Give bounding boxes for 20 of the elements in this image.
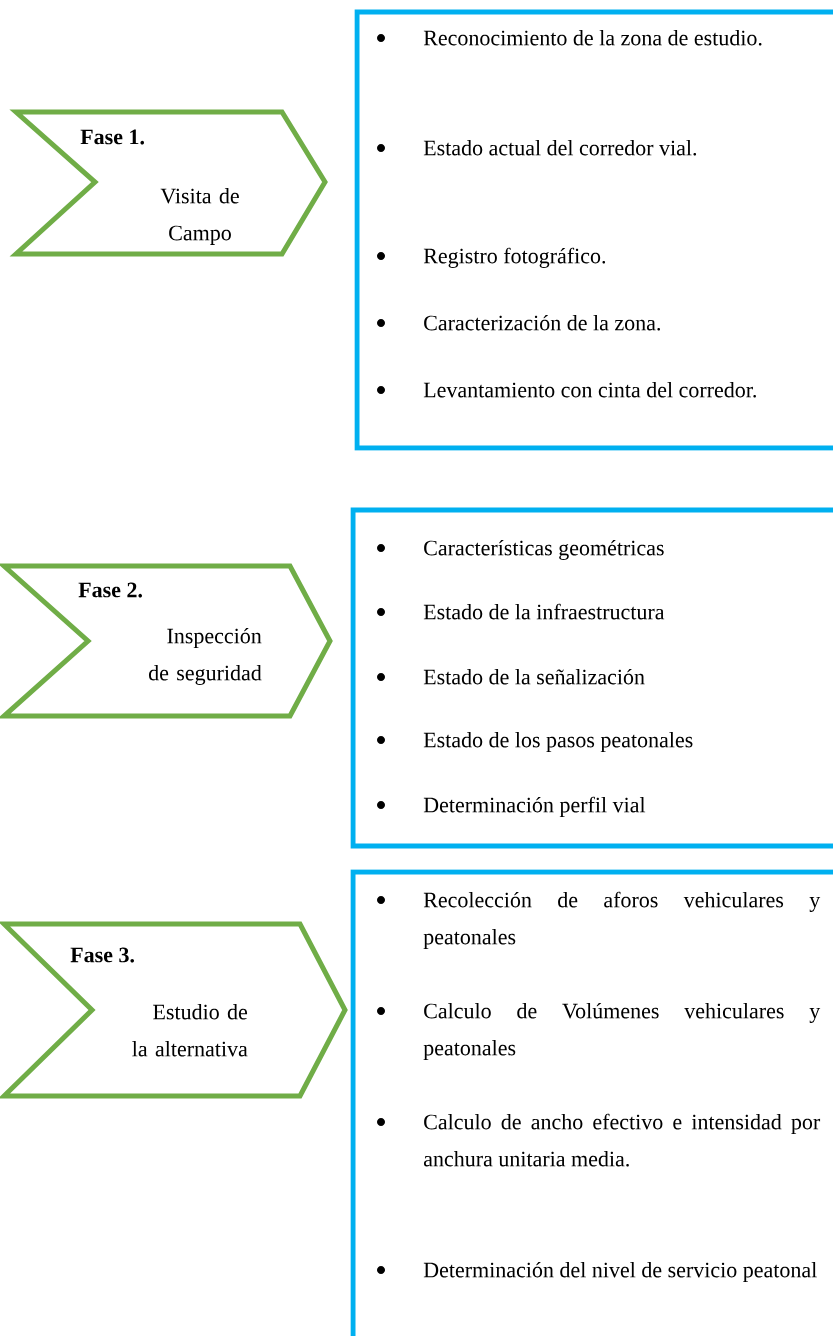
phase-label: Estudio de la alternativa [132, 1003, 248, 1057]
bullet-item: Determinación perfil vial [377, 796, 646, 817]
bullet-item: Registro fotográfico. [377, 247, 606, 268]
phase-title: Fase 2. [78, 582, 142, 598]
bullet-item: Características geométricas [377, 539, 664, 560]
bullet-item: Caracterización de la zona. [377, 314, 660, 331]
bullet-item: Reconocimiento de la zona de estudio. [377, 29, 762, 46]
phase-title: Fase 1. [80, 129, 144, 145]
bullet-item: Calculo de ancho efectivo e intensidad por anchura unitaria media. [377, 1113, 821, 1167]
bullet-item: Calculo de Volúmenes vehiculares y peatonales [377, 1002, 821, 1060]
phase-label: Inspección de seguridad [149, 627, 262, 685]
phase-label: Visita de Campo [160, 187, 239, 245]
bullet-item: Estado de la señalización [377, 668, 645, 685]
bullet-item: Estado de la infraestructura [377, 603, 665, 620]
bullet-item: Levantamiento con cinta del corredor. [377, 381, 756, 398]
bullet-item: Recolección de aforos vehiculares y peatonales [377, 891, 821, 949]
bullet-item: Determinación del nivel de servicio peatonal [377, 1261, 817, 1282]
phase-title: Fase 3. [70, 947, 134, 963]
bullet-item: Estado de los pasos peatonales [377, 731, 693, 752]
bullet-item: Estado actual del corredor vial. [377, 139, 697, 156]
